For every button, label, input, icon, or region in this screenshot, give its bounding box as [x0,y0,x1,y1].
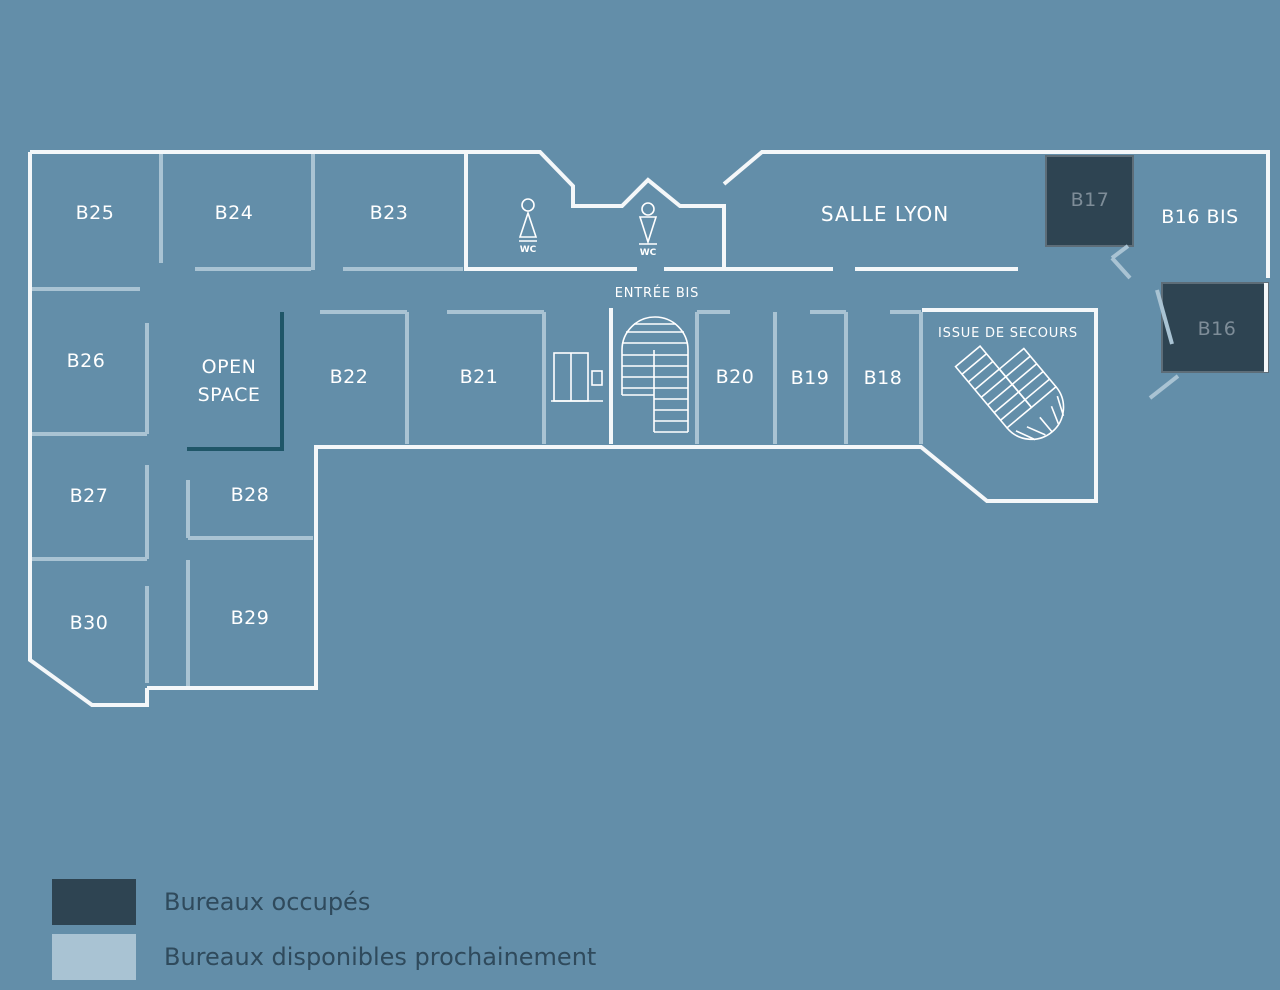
room-label-b25[interactable]: B25 [76,202,115,224]
floor-plan: WC WC [28,150,1270,707]
room-label-b23[interactable]: B23 [370,202,409,224]
room-label-b24[interactable]: B24 [215,202,254,224]
female-wc-icon [518,198,538,242]
legend-available-swatch [52,934,136,980]
room-label-b21[interactable]: B21 [460,366,499,388]
legend-occupied-label: Bureaux occupés [164,888,371,916]
open-space-boundary [187,312,284,451]
room-label-b16-bis[interactable]: B16 BIS [1161,206,1238,228]
room-label-open-space-line2[interactable]: SPACE [198,384,261,406]
room-label-b17[interactable]: B17 [1071,189,1110,211]
male-wc-icon [638,202,658,245]
room-label-b16[interactable]: B16 [1198,318,1237,340]
room-b16-occupied[interactable] [1161,282,1269,373]
partitions [30,152,1180,686]
room-label-b27[interactable]: B27 [70,485,109,507]
room-label-b19[interactable]: B19 [791,367,830,389]
room-label-b18[interactable]: B18 [864,367,903,389]
wc-label-1: WC [520,245,537,255]
room-label-b20[interactable]: B20 [716,366,755,388]
room-label-b22[interactable]: B22 [330,366,369,388]
wc-label-2: WC [640,248,657,258]
legend-available: Bureaux disponibles prochainement [52,934,596,980]
room-label-salle-lyon[interactable]: SALLE LYON [821,202,949,226]
legend-available-label: Bureaux disponibles prochainement [164,943,597,971]
spiral-staircase-icon [621,316,689,433]
room-label-b26[interactable]: B26 [67,350,106,372]
room-label-b28[interactable]: B28 [231,484,270,506]
legend-occupied: Bureaux occupés [52,879,370,925]
room-label-b29[interactable]: B29 [231,607,270,629]
emergency-staircase-icon [954,344,1065,441]
emergency-exit-label: ISSUE DE SECOURS [938,326,1078,341]
legend-occupied-swatch [52,879,136,925]
room-label-open-space-line1[interactable]: OPEN [202,356,257,378]
room-b17-occupied[interactable] [1045,155,1134,247]
elevator-icon [551,352,603,402]
walls [28,150,1270,707]
entrance-label: ENTRÉE BIS [615,285,699,301]
room-label-b30[interactable]: B30 [70,612,109,634]
